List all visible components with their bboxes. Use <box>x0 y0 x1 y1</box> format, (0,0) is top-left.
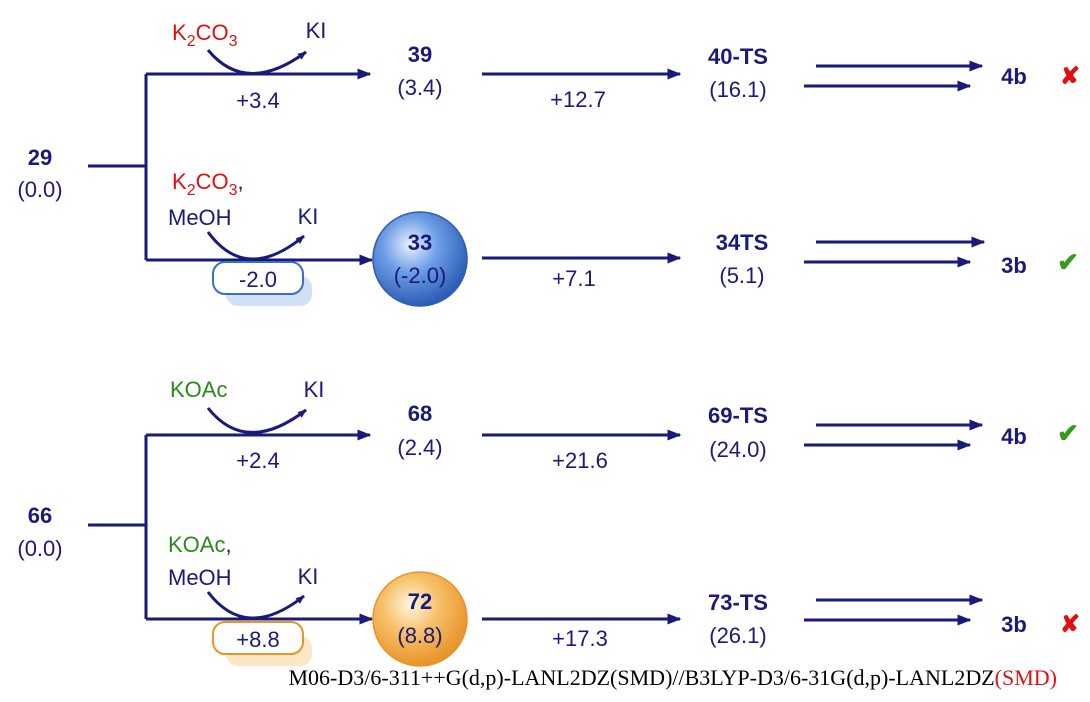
ts-id: 73-TS <box>708 590 768 615</box>
intermediate-energy: (2.4) <box>397 435 442 460</box>
reagent-k2co3: K2CO3, <box>172 169 244 199</box>
start-energy: (0.0) <box>17 177 62 202</box>
lower-scheme: 66 (0.0) KOAc KI +2.4 68 (2.4) +21.6 69-… <box>17 377 1080 667</box>
success-mark-icon: ✔ <box>1057 247 1079 277</box>
reagent-koac: KOAc, <box>168 532 232 557</box>
intermediate-id: 72 <box>408 589 432 614</box>
ts-id: 69-TS <box>708 403 768 428</box>
solvent: MeOH <box>168 205 232 230</box>
intermediate-id: 39 <box>408 42 432 67</box>
ts-energy: (24.0) <box>709 437 766 462</box>
step2-energy: +17.3 <box>552 626 608 651</box>
intermediate-sphere <box>372 211 468 307</box>
step2-energy: +12.7 <box>550 87 606 112</box>
product: 4b <box>1001 64 1027 89</box>
step1-energy: +8.8 <box>236 627 279 652</box>
byproduct-ki: KI <box>304 377 325 402</box>
path-a: K2CO3 KI +3.4 39 (3.4) +12.7 40-TS (16.1… <box>146 18 1080 113</box>
start-id: 29 <box>28 145 52 170</box>
byproduct-ki: KI <box>298 204 319 229</box>
step2-energy: +21.6 <box>552 448 608 473</box>
path-b: K2CO3, MeOH KI -2.0 33 (-2.0) +7.1 34TS … <box>146 169 1079 307</box>
fail-mark-icon: ✘ <box>1060 611 1080 638</box>
step1-energy: +2.4 <box>236 448 279 473</box>
intermediate-id: 68 <box>408 401 432 426</box>
reagent-koac: KOAc <box>170 377 227 402</box>
ts-energy: (5.1) <box>719 263 764 288</box>
solvent: MeOH <box>168 565 232 590</box>
ts-energy: (26.1) <box>709 623 766 648</box>
intermediate-energy: (-2.0) <box>394 263 447 288</box>
step1-energy: -2.0 <box>239 267 277 292</box>
curved-arrow <box>206 407 307 434</box>
product: 3b <box>1001 253 1027 278</box>
step1-box <box>212 621 304 655</box>
start-id: 66 <box>28 503 52 528</box>
step2-energy: +7.1 <box>552 266 595 291</box>
step1-box <box>212 261 304 295</box>
curved-arrow <box>206 49 307 75</box>
curved-arrow <box>206 231 305 261</box>
ts-energy: (16.1) <box>709 77 766 102</box>
path-b: KOAc, MeOH KI +8.8 72 (8.8) +17.3 73-TS … <box>146 532 1080 667</box>
curved-arrow <box>206 591 305 620</box>
ts-id: 40-TS <box>708 44 768 69</box>
success-mark-icon: ✔ <box>1057 418 1079 448</box>
byproduct-ki: KI <box>306 18 327 43</box>
method-caption: M06-D3/6-311++G(d,p)-LANL2DZ(SMD)//B3LYP… <box>289 665 1058 690</box>
reagent-k2co3: K2CO3 <box>172 20 238 50</box>
intermediate-sphere <box>372 571 468 667</box>
product: 4b <box>1001 424 1027 449</box>
step1-energy: +3.4 <box>236 88 279 113</box>
ts-id: 34TS <box>716 230 769 255</box>
path-a: KOAc KI +2.4 68 (2.4) +21.6 69-TS (24.0)… <box>146 377 1079 473</box>
product: 3b <box>1001 612 1027 637</box>
fail-mark-icon: ✘ <box>1060 63 1080 90</box>
intermediate-energy: (3.4) <box>397 75 442 100</box>
byproduct-ki: KI <box>298 564 319 589</box>
intermediate-id: 33 <box>408 230 432 255</box>
start-energy: (0.0) <box>17 536 62 561</box>
upper-scheme: 29 (0.0) K2CO3 KI +3.4 39 (3.4) +12.7 40… <box>17 18 1080 307</box>
intermediate-energy: (8.8) <box>397 623 442 648</box>
